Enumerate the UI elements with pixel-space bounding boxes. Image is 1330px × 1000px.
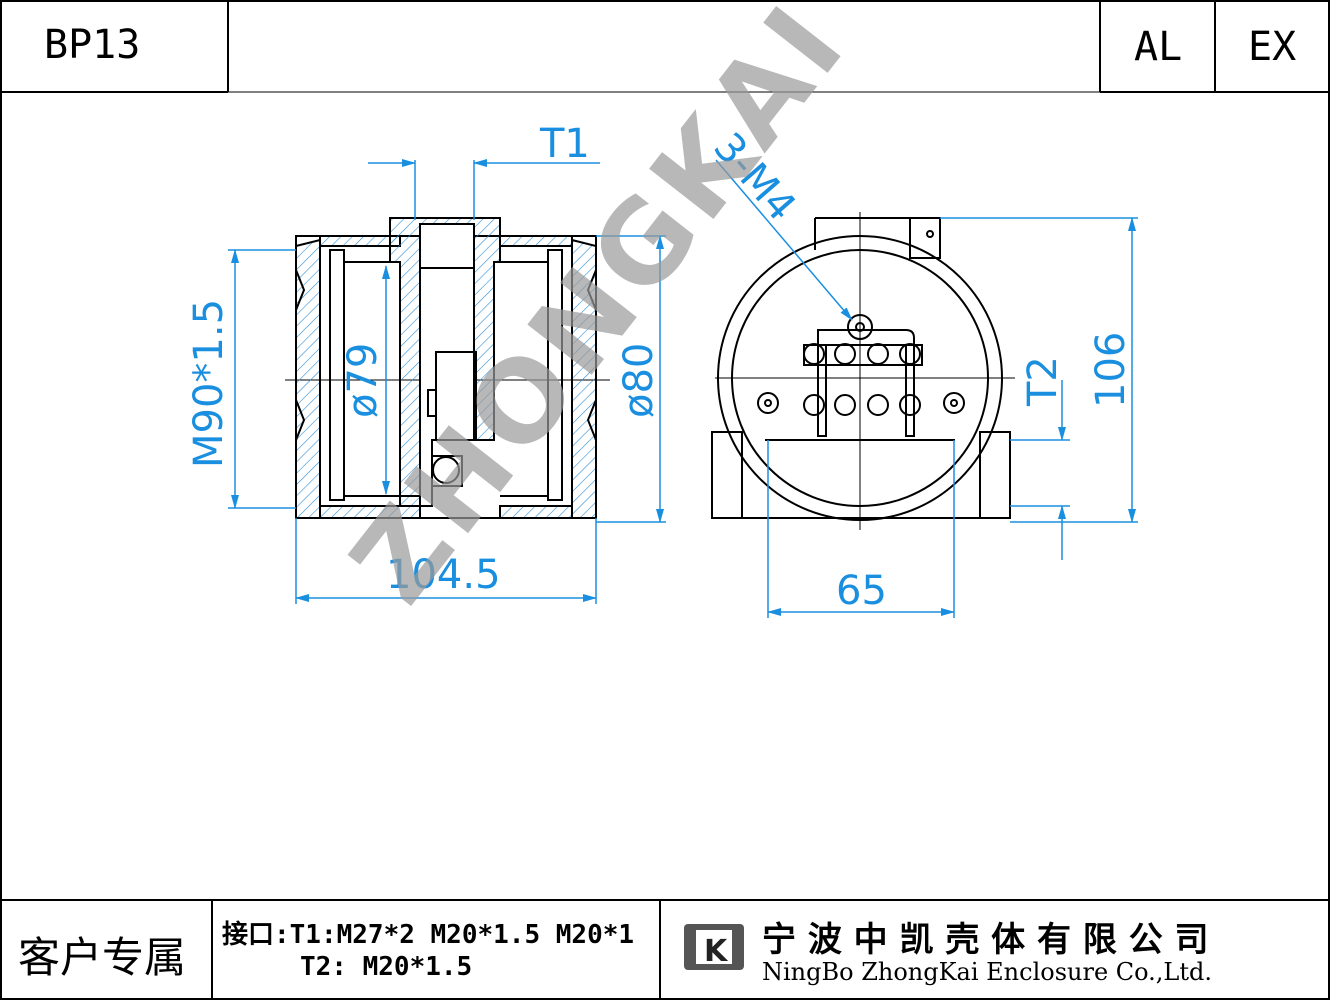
tag-ex: EX — [1248, 24, 1297, 70]
interface-line-1: 接口:T1:M27*2 M20*1.5 M20*1 — [222, 920, 635, 950]
interface-line-2: T2: M20*1.5 — [300, 952, 473, 982]
dim-106: 106 — [1088, 332, 1134, 408]
dim-d80: ø80 — [616, 343, 662, 418]
model-number: BP13 — [44, 22, 141, 68]
company-name-en: NingBo ZhongKai Enclosure Co.,Ltd. — [762, 958, 1212, 986]
dim-t1: T1 — [539, 121, 590, 167]
dim-65: 65 — [836, 568, 887, 614]
front-view — [711, 212, 1015, 530]
logo-letter: K — [704, 934, 729, 969]
dim-104-5: 104.5 — [386, 552, 501, 598]
dim-t2: T2 — [1020, 356, 1066, 407]
dimension-lines — [228, 159, 1138, 618]
dim-d79: ø79 — [340, 343, 386, 418]
company-logo: K — [684, 924, 744, 970]
company-name-cn: 宁 波 中 凯 壳 体 有 限 公 司 — [762, 920, 1209, 960]
tag-al: AL — [1134, 24, 1183, 70]
dim-m90: M90*1.5 — [186, 299, 232, 468]
customer-label: 客户专属 — [18, 933, 187, 982]
section-view — [285, 217, 610, 519]
